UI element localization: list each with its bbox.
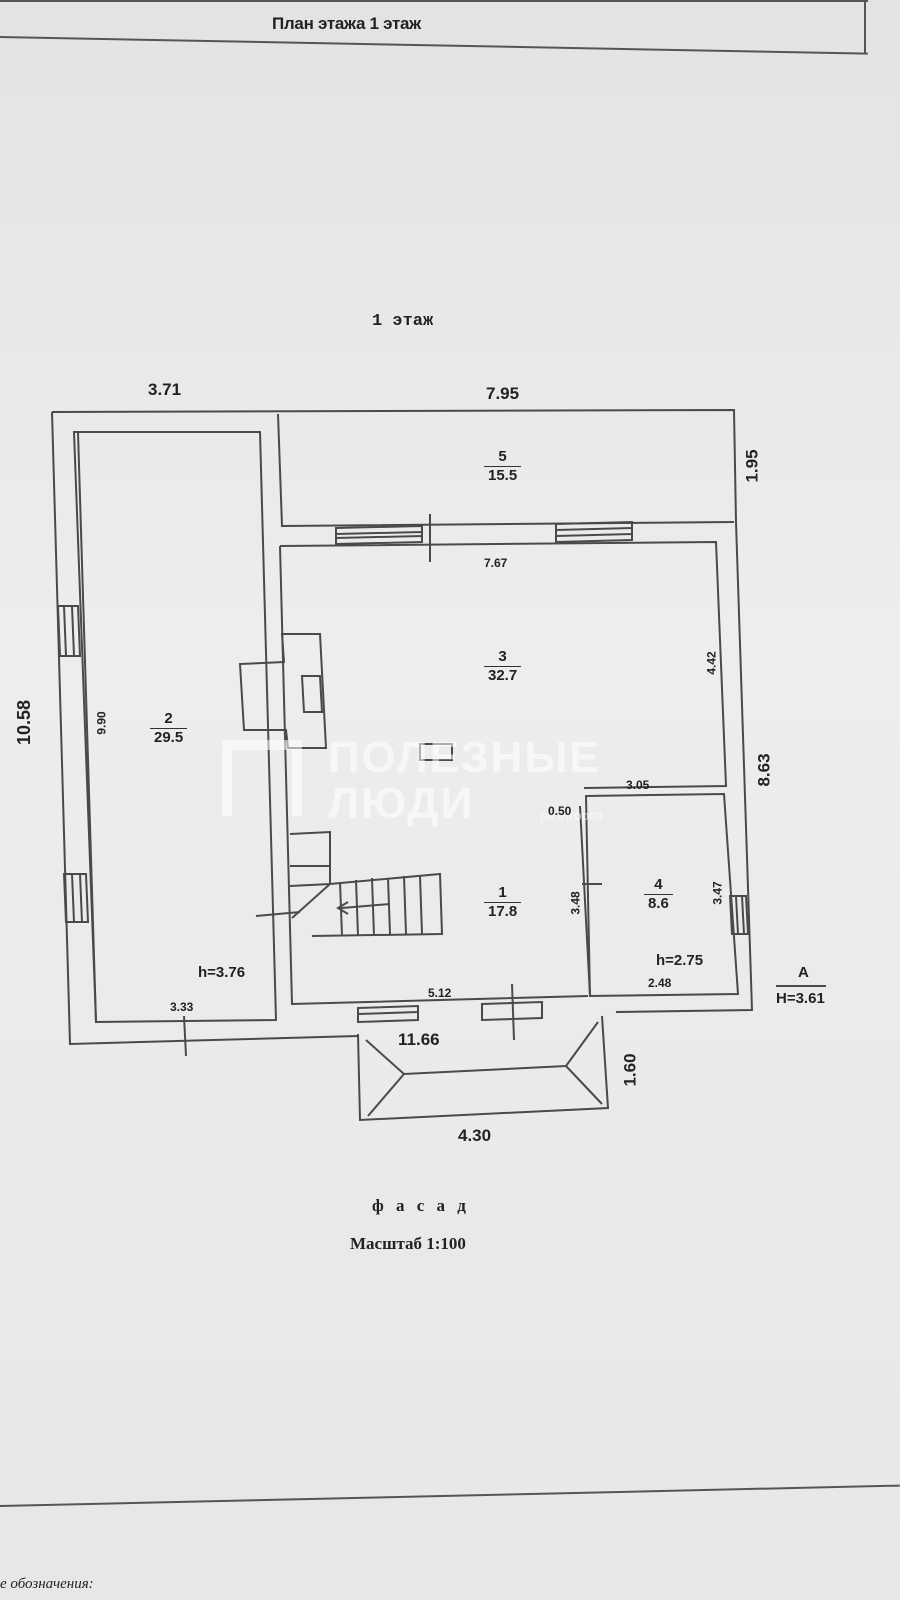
dim-porch-width: 4.30 xyxy=(458,1126,492,1145)
room-1-number: 1 xyxy=(484,884,522,903)
room-2-number: 2 xyxy=(150,710,188,729)
porch xyxy=(357,1015,610,1122)
room-1-area: 17.8 xyxy=(488,903,518,920)
dim-room2-bottom: 3.33 xyxy=(170,1000,194,1014)
room2-outline xyxy=(72,431,278,1024)
dim-top-left: 3.71 xyxy=(148,380,182,399)
watermark-line2: ЛЮДИ xyxy=(328,779,475,828)
watermark-logo xyxy=(222,740,302,816)
header-top-border xyxy=(0,0,868,2)
watermark-line1: ПОЛЕЗНЫЕ xyxy=(328,733,601,782)
dim-room1-bottom: 5.12 xyxy=(428,986,452,1000)
room-4-area: 8.6 xyxy=(648,895,669,912)
window-bottom-left xyxy=(357,1004,419,1024)
marker-letter: А xyxy=(798,964,809,981)
dim-room2-height: 9.90 xyxy=(94,711,109,735)
watermark-sub: риэлторов xyxy=(540,808,603,823)
room-3-area: 32.7 xyxy=(488,667,518,684)
dim-total-width: 11.66 xyxy=(398,1030,440,1049)
room-5-label: 5 15.5 xyxy=(484,448,522,485)
room-5-area: 15.5 xyxy=(488,467,518,484)
footer-legend-text: е обозначения: xyxy=(0,1576,94,1592)
dim-room1-side: 3.48 xyxy=(568,891,583,915)
overall-height-label: H=3.61 xyxy=(776,990,825,1007)
dim-room4-side: 3.47 xyxy=(710,881,725,905)
facade-label: ф а с а д xyxy=(372,1196,470,1215)
dim-left-total: 10.58 xyxy=(14,699,35,746)
header-right-border xyxy=(864,0,866,54)
dim-room4-top: 3.05 xyxy=(626,778,650,792)
room2-height-label: h=3.76 xyxy=(198,964,246,981)
window-left-upper xyxy=(56,605,82,657)
watermark-text: ПОЛЕЗНЫЕ ЛЮДИ xyxy=(220,735,601,827)
room4-outline xyxy=(584,792,740,998)
dim-top-right: 7.95 xyxy=(486,384,520,403)
room-3-label: 3 32.7 xyxy=(484,648,522,685)
room-5-number: 5 xyxy=(484,448,522,467)
dim-porch-depth: 1.60 xyxy=(620,1053,640,1087)
dim-right-lower: 8.63 xyxy=(754,753,774,787)
dim-room3-side: 4.42 xyxy=(704,651,719,675)
dim-step-offset: 0.50 xyxy=(548,804,572,818)
room-2-area: 29.5 xyxy=(154,729,184,746)
room3-outline xyxy=(279,540,728,789)
window-top-left xyxy=(335,524,423,546)
stairs xyxy=(289,830,331,887)
plan-title: План этажа 1 этаж xyxy=(272,14,421,33)
scale-label: Масштаб 1:100 xyxy=(350,1234,466,1253)
room-4-number: 4 xyxy=(644,876,673,895)
dim-room4-bottom: 2.48 xyxy=(648,976,672,990)
room4-height-label: h=2.75 xyxy=(656,952,704,969)
room-2-label: 2 29.5 xyxy=(150,710,188,747)
window-top-right xyxy=(555,520,633,544)
window-right xyxy=(728,895,750,935)
window-left-lower xyxy=(62,873,90,923)
room-3-number: 3 xyxy=(484,648,522,667)
room-4-label: 4 8.6 xyxy=(644,876,673,913)
chimney xyxy=(238,633,328,749)
dim-right-upper: 1.95 xyxy=(742,449,762,483)
floor-label: 1 этаж xyxy=(372,312,434,331)
outer-wall-right xyxy=(51,408,754,1013)
room-1-label: 1 17.8 xyxy=(484,884,522,921)
dim-room3-width: 7.67 xyxy=(484,556,508,570)
